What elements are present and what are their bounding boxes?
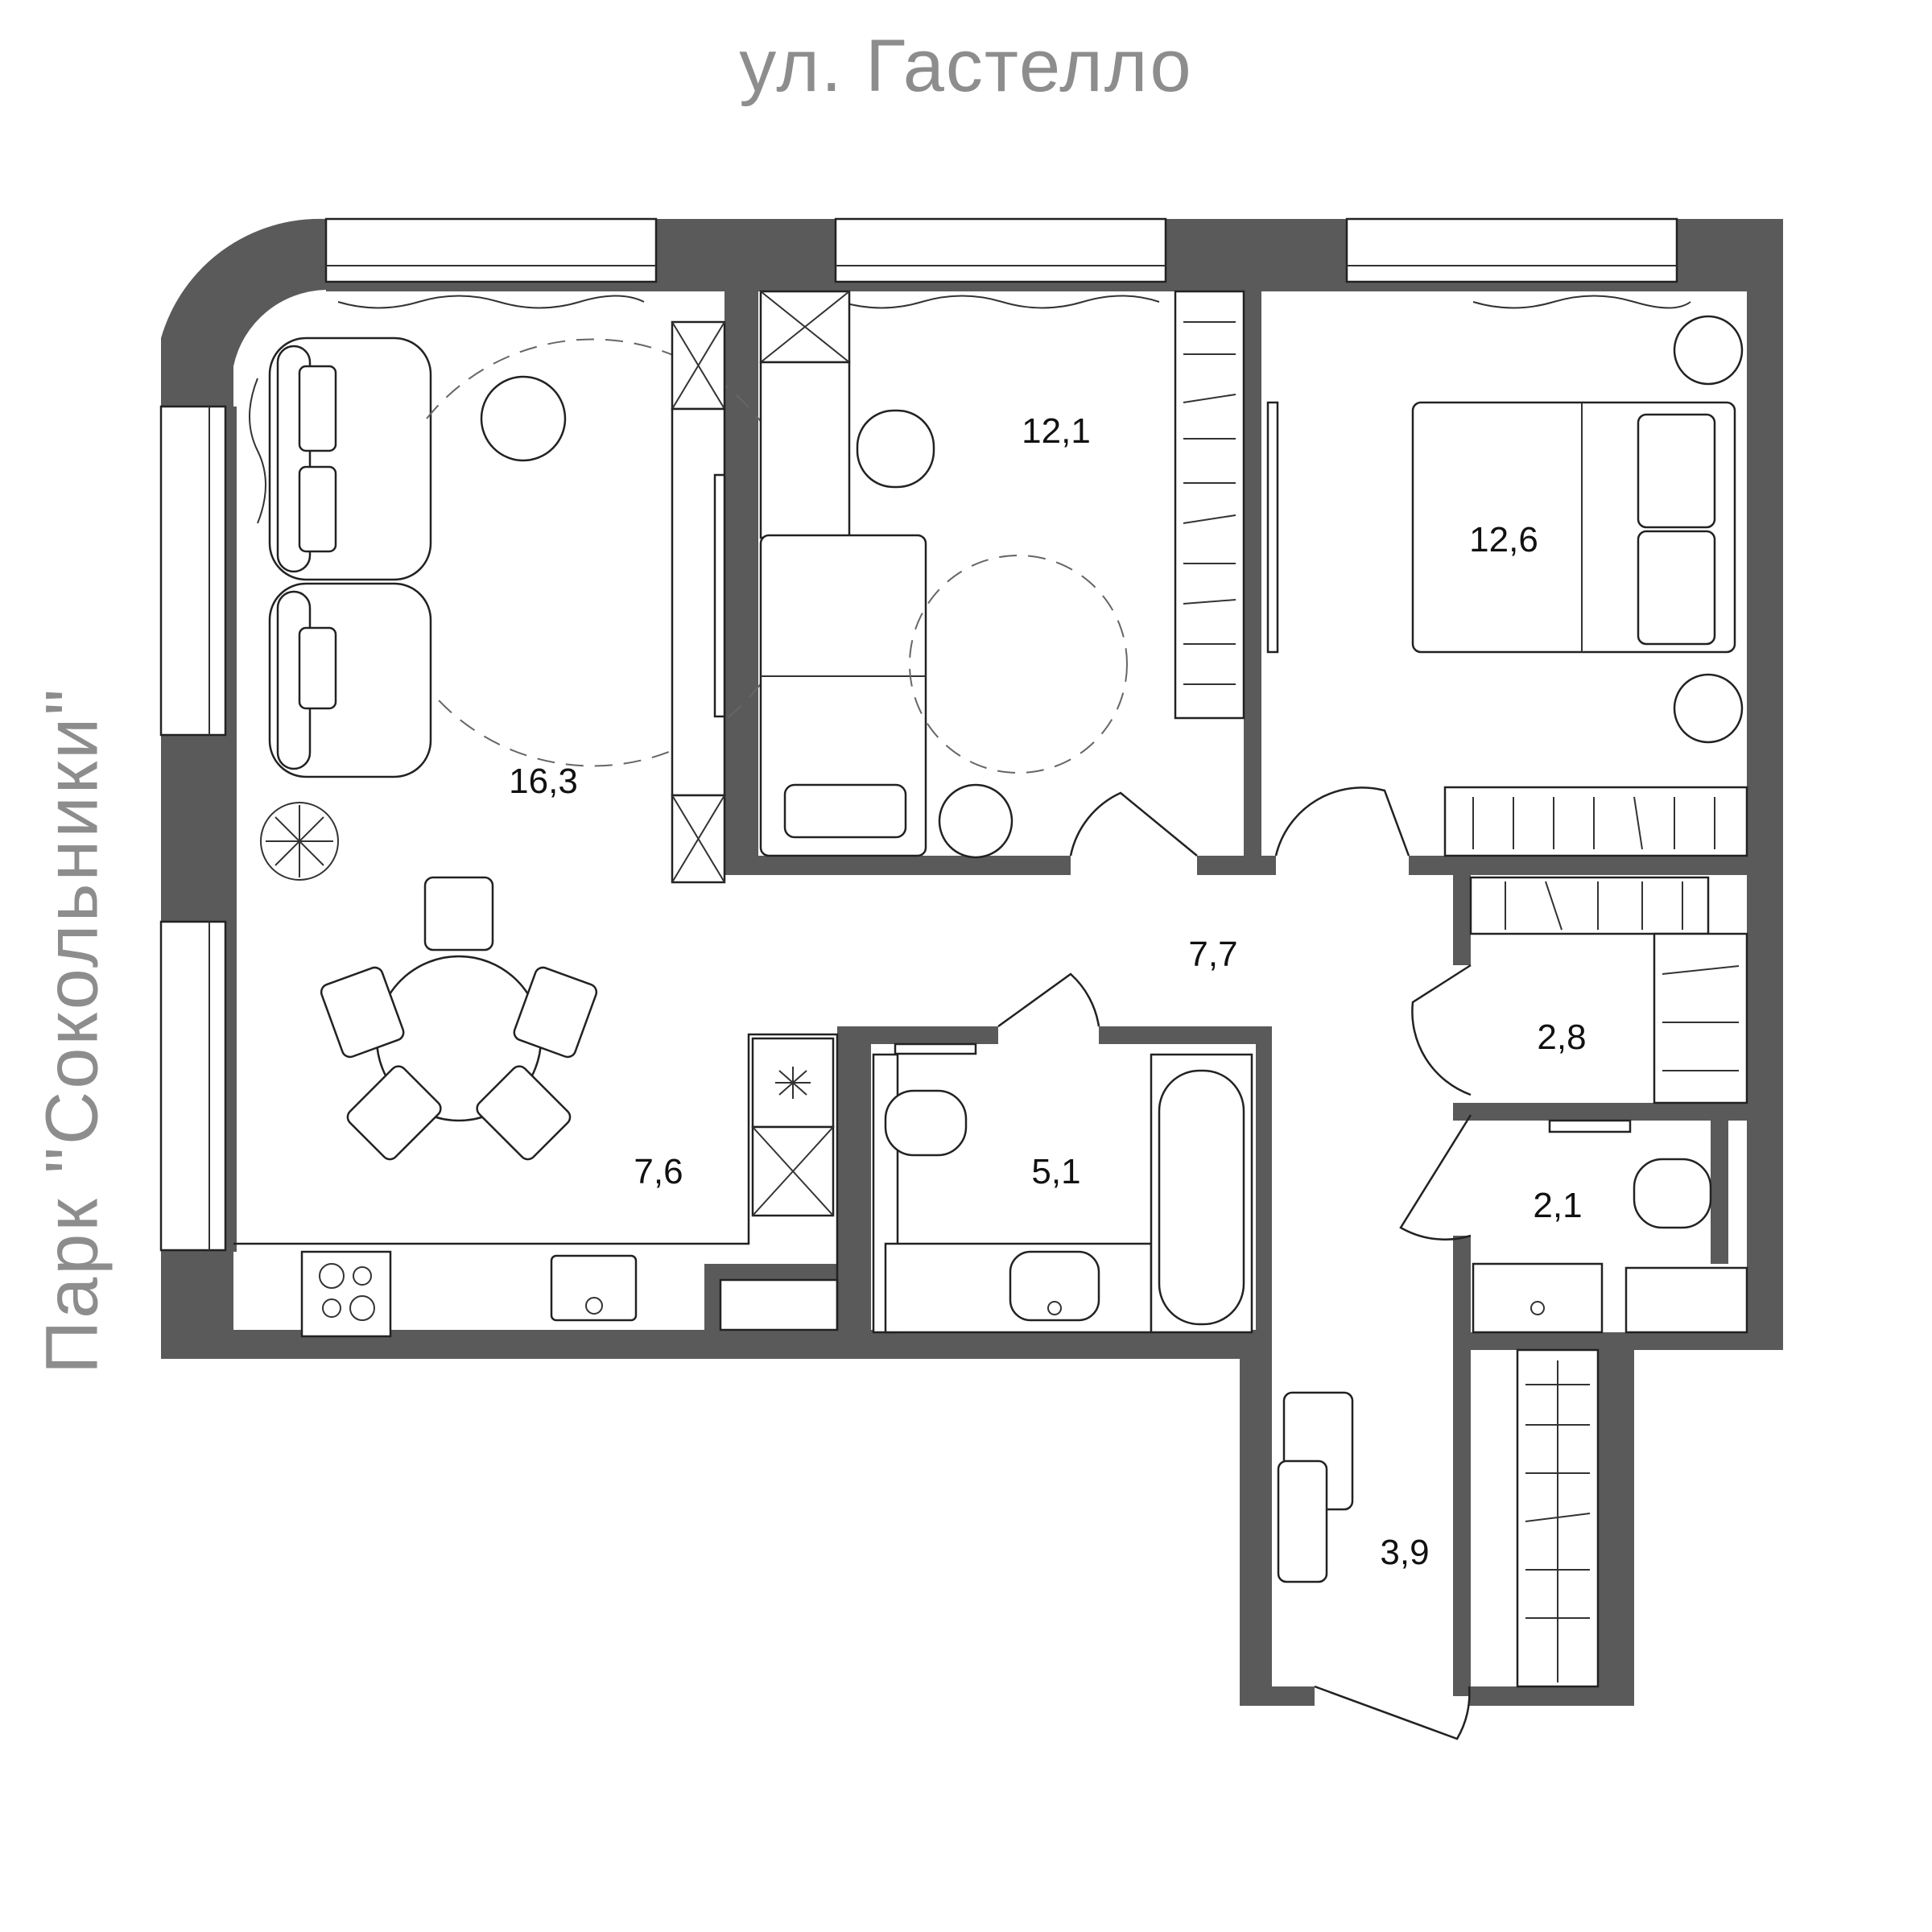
master-bedroom-furniture: [1266, 295, 1748, 857]
tv: [713, 473, 726, 718]
toilet-bowl: [1633, 1158, 1712, 1229]
wall-left-inner: [225, 407, 237, 1252]
small-bedroom-furniture: [759, 290, 1245, 859]
window-top-3: [1345, 217, 1678, 283]
wall-top-inner-1: [326, 282, 656, 291]
wall-master-bottom-2: [1409, 856, 1763, 875]
bath-sink: [1009, 1250, 1100, 1322]
nightstand-3: [1673, 673, 1744, 744]
wall-master-bottom-1: [1244, 856, 1276, 875]
door-entrance: [1314, 1685, 1471, 1740]
window-left-1: [159, 405, 227, 737]
chair-1: [423, 876, 494, 952]
bath-toilet: [884, 1089, 968, 1157]
wall-wardrobe-bottom: [1453, 1103, 1763, 1121]
wall-entrance-bottom-right: [1469, 1686, 1634, 1706]
wall-toilet-inner: [1711, 1119, 1728, 1264]
door-master-bedroom: [1274, 786, 1410, 857]
wall-toilet-bottom: [1453, 1332, 1783, 1350]
wall-entrance-bottom-left: [1240, 1686, 1315, 1706]
area-living-room: 16,3: [509, 762, 578, 801]
chair-3: [513, 966, 598, 1059]
wall-small-bedroom-bottom: [724, 856, 1071, 875]
wall-entrance-left: [1240, 1350, 1272, 1706]
single-bed: [759, 534, 927, 857]
wardrobe-1: [1174, 290, 1245, 720]
kitchen-niche: [719, 1278, 839, 1331]
wall-top-pier-2: [1166, 219, 1347, 291]
kitchen-furniture: [233, 1033, 839, 1338]
pillow: [783, 783, 907, 839]
room-labels: 16,3 12,1 12,6 7,7 7,6 5,1 2,8 2,1 3,9: [509, 411, 1586, 1572]
window-top-1: [324, 217, 658, 283]
street-label: ул. Гастелло: [739, 25, 1193, 107]
chair-4: [346, 1065, 442, 1161]
area-toilet: 2,1: [1533, 1186, 1582, 1225]
nightstand-2: [1673, 315, 1744, 386]
door-bathroom: [997, 972, 1100, 1028]
wall-small-bedroom-bottom-2: [1197, 856, 1245, 875]
wall-wardrobe-left: [1453, 875, 1471, 965]
nightstand: [938, 783, 1013, 859]
shoe-cabinet: [1277, 1459, 1328, 1583]
kitchen-sink: [550, 1254, 638, 1322]
wall-bedrooms: [1244, 291, 1261, 875]
window-top-2: [834, 217, 1167, 283]
door-small-bedroom: [1069, 791, 1198, 857]
area-bathroom: 5,1: [1031, 1152, 1080, 1191]
side-table: [480, 375, 567, 462]
wardrobe-room: [1411, 876, 1748, 1104]
wall-bath-top-1: [837, 1026, 998, 1044]
window-left-2: [159, 920, 227, 1252]
stove: [300, 1250, 392, 1338]
wall-toilet-left: [1453, 1103, 1471, 1115]
wall-top-inner-2: [836, 282, 1166, 291]
plant-icon: [260, 802, 339, 881]
door-wardrobe: [1411, 964, 1472, 1096]
wall-closet-inner: [1453, 1350, 1471, 1696]
tv-2: [1266, 401, 1279, 654]
area-wardrobe: 2,8: [1537, 1018, 1586, 1057]
wall-bath-inner: [853, 1042, 863, 1332]
desk: [759, 361, 851, 539]
pillow-3: [1637, 530, 1716, 646]
wall-living-bedroom: [724, 291, 758, 859]
entrance: [1277, 1348, 1600, 1740]
toilet-room: [1399, 1114, 1712, 1334]
chair-2: [320, 966, 405, 1059]
wall-entrance-right: [1598, 1350, 1634, 1706]
wall-toilet-left-2: [1453, 1236, 1471, 1348]
wall-left-pier-1: [161, 735, 233, 922]
bathroom: [884, 972, 1253, 1334]
wall-bath-top-2: [1099, 1026, 1272, 1044]
windows: [159, 217, 1678, 1252]
area-hallway: 7,7: [1188, 935, 1237, 974]
chair-5: [476, 1065, 572, 1161]
toilet-niche: [1624, 1266, 1748, 1334]
wall-top-inner-3: [1347, 282, 1677, 291]
area-bedroom-small: 12,1: [1022, 411, 1091, 451]
rounded-corner-wall: [161, 218, 326, 407]
desk-chair: [856, 409, 935, 489]
pillow-2: [1637, 413, 1716, 529]
area-bedroom-master: 12,6: [1469, 520, 1538, 559]
wall-bath-right: [1256, 1026, 1272, 1358]
wall-right: [1747, 219, 1783, 1350]
door-toilet: [1399, 1114, 1472, 1241]
toilet-sink: [1472, 1262, 1604, 1334]
wardrobe-2: [1443, 786, 1748, 857]
area-entrance: 3,9: [1380, 1533, 1429, 1572]
area-kitchen: 7,6: [634, 1152, 683, 1191]
living-room-furniture: [249, 295, 807, 1161]
wall-top-pier-1: [656, 219, 836, 291]
